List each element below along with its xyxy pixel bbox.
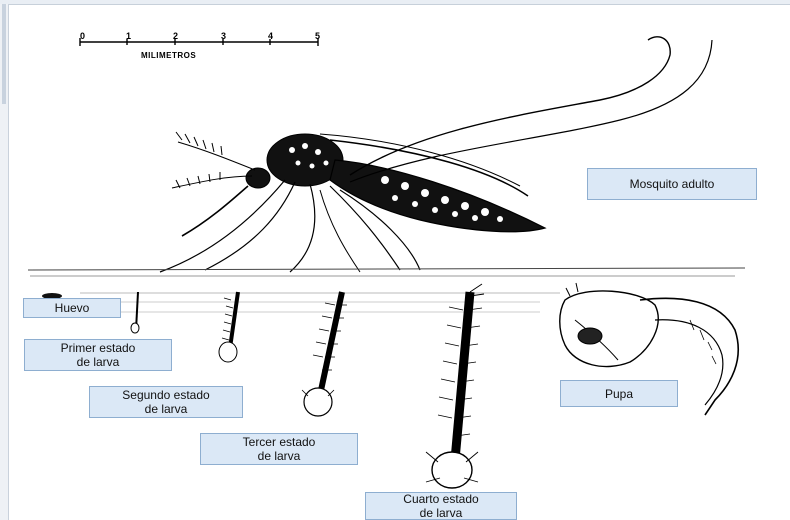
scale-tick-3: 3	[221, 31, 226, 41]
label-fourth-instar-line2: de larva	[420, 506, 463, 520]
label-egg-text: Huevo	[55, 301, 90, 315]
scale-tick-5: 5	[315, 31, 320, 41]
scale-bar	[80, 38, 318, 46]
adult-mosquito-drawing	[160, 37, 712, 272]
label-adult-text: Mosquito adulto	[630, 177, 715, 191]
scale-unit-label: MILIMETROS	[141, 51, 196, 60]
fourth-instar-larva-drawing	[426, 284, 484, 488]
scale-tick-0: 0	[80, 31, 85, 41]
label-first-instar-line2: de larva	[77, 355, 120, 369]
label-fourth-instar: Cuarto estado de larva	[365, 492, 517, 520]
label-fourth-instar-line1: Cuarto estado	[403, 492, 478, 506]
label-third-instar-line2: de larva	[258, 449, 301, 463]
label-first-instar: Primer estado de larva	[24, 339, 172, 371]
label-third-instar: Tercer estado de larva	[200, 433, 358, 465]
label-third-instar-line1: Tercer estado	[243, 435, 316, 449]
label-first-instar-line1: Primer estado	[61, 341, 136, 355]
label-pupa: Pupa	[560, 380, 678, 407]
label-egg: Huevo	[23, 298, 121, 318]
label-pupa-text: Pupa	[605, 387, 633, 401]
label-second-instar-line2: de larva	[145, 402, 188, 416]
scale-tick-2: 2	[173, 31, 178, 41]
label-adult-mosquito: Mosquito adulto	[587, 168, 757, 200]
scale-tick-4: 4	[268, 31, 273, 41]
label-second-instar: Segundo estado de larva	[89, 386, 243, 418]
scale-tick-1: 1	[126, 31, 131, 41]
third-instar-larva-drawing	[302, 292, 347, 416]
label-second-instar-line1: Segundo estado	[122, 388, 209, 402]
